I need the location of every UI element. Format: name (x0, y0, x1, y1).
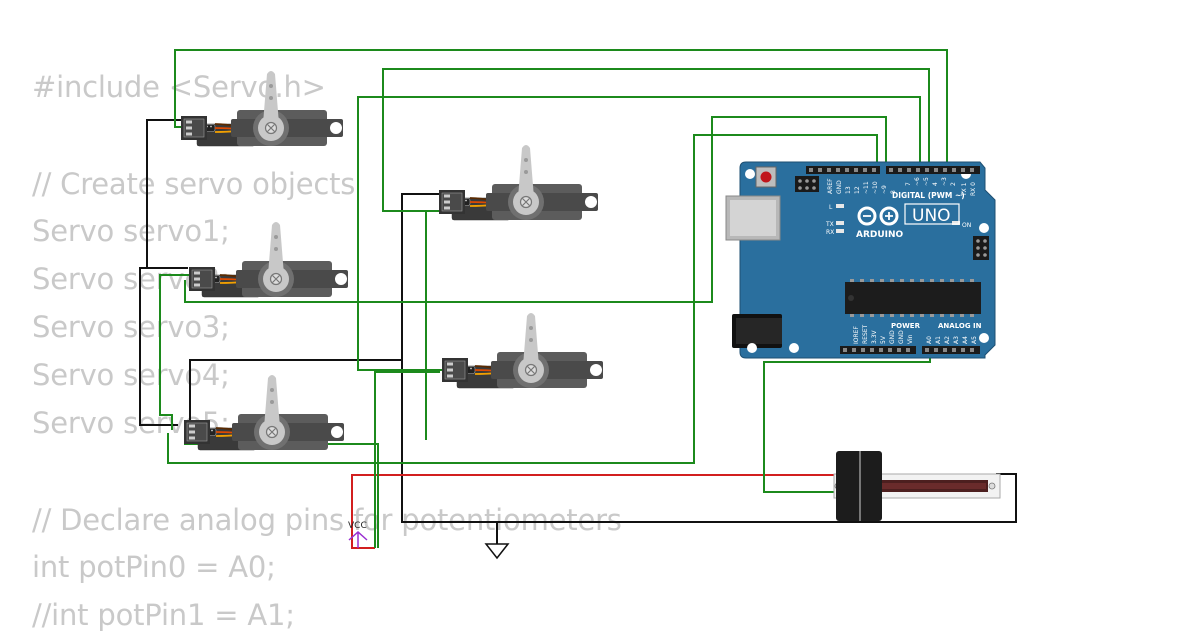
pin-label-10: ~10 (872, 181, 879, 194)
servo-3[interactable] (451, 144, 599, 221)
power-header (840, 346, 916, 354)
pin-label-a3: A3 (953, 336, 960, 344)
servo-5[interactable] (197, 374, 345, 451)
ground-wires (139, 119, 1017, 545)
icsp-header (795, 176, 989, 260)
pin-label-a0: A0 (926, 336, 933, 344)
vcc-symbol: VCC (348, 521, 368, 548)
pin-label-rx0: RX 0 (970, 182, 977, 196)
ground-symbol (484, 543, 510, 560)
pin-label-6: ~6 (914, 177, 921, 186)
arduino-infinity-logo (857, 206, 899, 226)
pin-label-gnd-1: GND (889, 330, 896, 344)
digital-header-low (886, 166, 980, 174)
pin-label-3: ~3 (941, 177, 948, 186)
board-model-label: UNO (912, 206, 951, 226)
pin-label-4: 4 (932, 182, 939, 186)
pin-label-11: ~11 (863, 181, 870, 194)
pin-label-a4: A4 (962, 336, 969, 344)
status-leds (836, 204, 960, 233)
servo-2[interactable] (201, 221, 349, 298)
pin-label-a5: A5 (971, 336, 978, 344)
servo-1-connector (180, 115, 208, 141)
pin-label-13: 13 (845, 186, 852, 194)
power-label: POWER (891, 322, 921, 330)
code-line-potpin1: //int potPin1 = A1; (32, 598, 295, 632)
servo-1[interactable] (196, 70, 344, 147)
led-label-l: L (829, 204, 833, 211)
pin-label-12: 12 (854, 186, 861, 194)
led-label-on: ON (962, 222, 971, 229)
servo-4-connector (441, 357, 469, 383)
vcc-label: VCC (348, 521, 367, 531)
pin-label-aref: AREF (827, 178, 834, 194)
pin-label-5v: 5V (880, 335, 887, 344)
wires (139, 49, 1017, 549)
code-line-comment-servo: // Create servo objects (32, 167, 356, 201)
servo-2-connector (188, 266, 216, 292)
board-brand-label: ARDUINO (856, 230, 904, 240)
led-label-tx: TX (825, 221, 834, 228)
signal-wires (159, 49, 948, 548)
servo-5-connector (183, 419, 211, 445)
analog-label: ANALOG IN (938, 322, 982, 330)
pin-label-ioref: IOREF (853, 326, 860, 344)
pin-label-gnd-2: GND (898, 330, 905, 344)
pin-label-vin: Vin (907, 334, 914, 344)
power-wires (351, 474, 838, 549)
pin-label-8: 8 (890, 190, 897, 194)
code-line-comment-pot: // Declare analog pins for potentiometer… (32, 503, 622, 537)
code-line-potpin0: int potPin0 = A0; (32, 550, 276, 584)
digital-header-label: DIGITAL (PWM ~) (892, 191, 965, 200)
atmega-chip (845, 282, 981, 314)
arduino-uno-board[interactable]: AREF GND 13 12 ~11 ~10 ~9 8 7 ~6 ~5 4 ~3… (725, 161, 996, 359)
pin-label-3v3: 3.3V (871, 329, 878, 344)
servo-4[interactable] (456, 312, 604, 389)
pin-label-tx1: TX 1 (961, 182, 968, 197)
slide-potentiometer[interactable] (833, 451, 1001, 521)
pin-label-gnd-top: GND (836, 180, 843, 194)
code-line-servo1: Servo servo1; (32, 214, 230, 248)
analog-header (922, 346, 980, 354)
pin-label-a2: A2 (944, 336, 951, 344)
led-label-rx: RX (826, 229, 834, 236)
pin-label-a1: A1 (935, 336, 942, 344)
pin-label-reset: RESET (862, 324, 869, 344)
pin-label-2: 2 (950, 182, 957, 186)
pin-label-7: 7 (905, 182, 912, 186)
servo-3-connector (438, 189, 466, 215)
pin-label-5: ~5 (923, 177, 930, 186)
digital-header-high (806, 166, 880, 174)
pin-label-9: ~9 (881, 185, 888, 194)
code-line-include: #include <Servo.h> (32, 70, 326, 104)
